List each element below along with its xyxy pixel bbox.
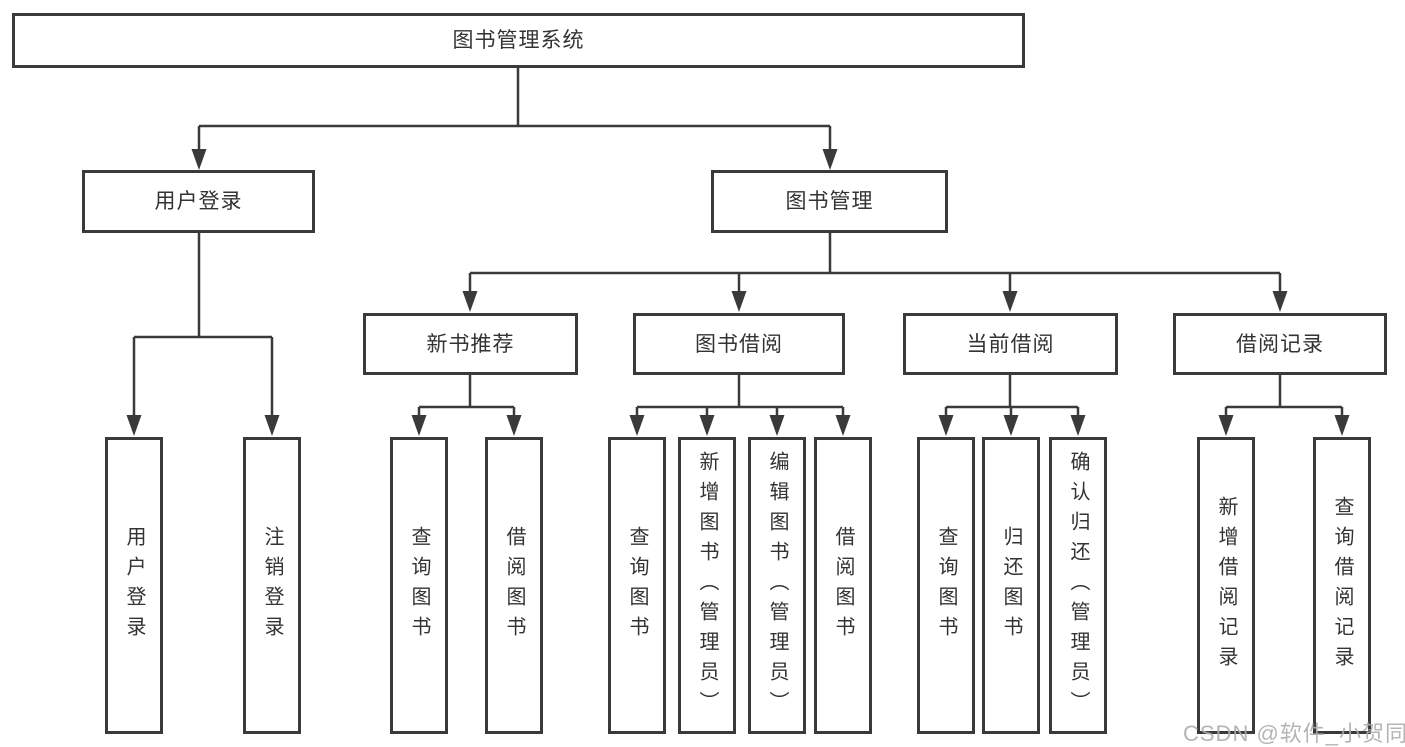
leaf-edit-books-admin: 编辑图书（管理员） bbox=[748, 437, 806, 734]
node-current-borrowing-label: 当前借阅 bbox=[966, 332, 1055, 356]
leaf-query-books-2-label: 查询图书 bbox=[626, 525, 648, 646]
leaf-logout: 注销登录 bbox=[243, 437, 301, 734]
node-book-borrowing-label: 图书借阅 bbox=[695, 332, 783, 356]
leaf-return-books-label: 归还图书 bbox=[1000, 525, 1022, 646]
leaf-borrow-books-2-label: 借阅图书 bbox=[832, 525, 854, 646]
leaf-confirm-return-admin: 确认归还（管理员） bbox=[1049, 437, 1107, 734]
leaf-borrow-books-1: 借阅图书 bbox=[485, 437, 543, 734]
leaf-confirm-return-admin-label: 确认归还（管理员） bbox=[1067, 450, 1089, 721]
node-new-book-recommend-label: 新书推荐 bbox=[426, 332, 515, 356]
leaf-logout-label: 注销登录 bbox=[261, 525, 283, 646]
node-borrowing-records: 借阅记录 bbox=[1173, 313, 1387, 375]
leaf-query-books-3-label: 查询图书 bbox=[935, 525, 957, 646]
leaf-query-books-3: 查询图书 bbox=[917, 437, 975, 734]
leaf-query-books-1: 查询图书 bbox=[390, 437, 448, 734]
node-book-management-label: 图书管理 bbox=[785, 190, 874, 213]
leaf-add-borrow-record: 新增借阅记录 bbox=[1197, 437, 1255, 734]
leaf-borrow-books-2: 借阅图书 bbox=[814, 437, 872, 734]
arrowheads bbox=[126, 149, 1350, 436]
leaf-edit-books-admin-label: 编辑图书（管理员） bbox=[766, 450, 788, 721]
leaf-add-books-admin-label: 新增图书（管理员） bbox=[696, 450, 718, 721]
node-new-book-recommend: 新书推荐 bbox=[363, 313, 578, 375]
leaf-user-login-label: 用户登录 bbox=[123, 525, 145, 646]
leaf-query-books-2: 查询图书 bbox=[608, 437, 666, 734]
node-root: 图书管理系统 bbox=[12, 13, 1025, 68]
node-user-login-label: 用户登录 bbox=[154, 190, 243, 213]
node-borrowing-records-label: 借阅记录 bbox=[1236, 332, 1324, 356]
leaf-add-borrow-record-label: 新增借阅记录 bbox=[1215, 495, 1237, 676]
leaf-query-borrow-record-label: 查询借阅记录 bbox=[1331, 495, 1353, 676]
leaf-add-books-admin: 新增图书（管理员） bbox=[678, 437, 736, 734]
leaf-user-login: 用户登录 bbox=[105, 437, 163, 734]
node-book-management: 图书管理 bbox=[711, 170, 948, 233]
node-root-label: 图书管理系统 bbox=[452, 29, 585, 52]
csdn-watermark: CSDN @软件_小贺同学 bbox=[1183, 721, 1405, 746]
leaf-query-borrow-record: 查询借阅记录 bbox=[1313, 437, 1371, 734]
node-user-login: 用户登录 bbox=[82, 170, 315, 233]
node-current-borrowing: 当前借阅 bbox=[903, 313, 1118, 375]
leaf-query-books-1-label: 查询图书 bbox=[408, 525, 430, 646]
node-book-borrowing: 图书借阅 bbox=[633, 313, 845, 375]
leaf-return-books: 归还图书 bbox=[982, 437, 1040, 734]
leaf-borrow-books-1-label: 借阅图书 bbox=[503, 525, 525, 646]
